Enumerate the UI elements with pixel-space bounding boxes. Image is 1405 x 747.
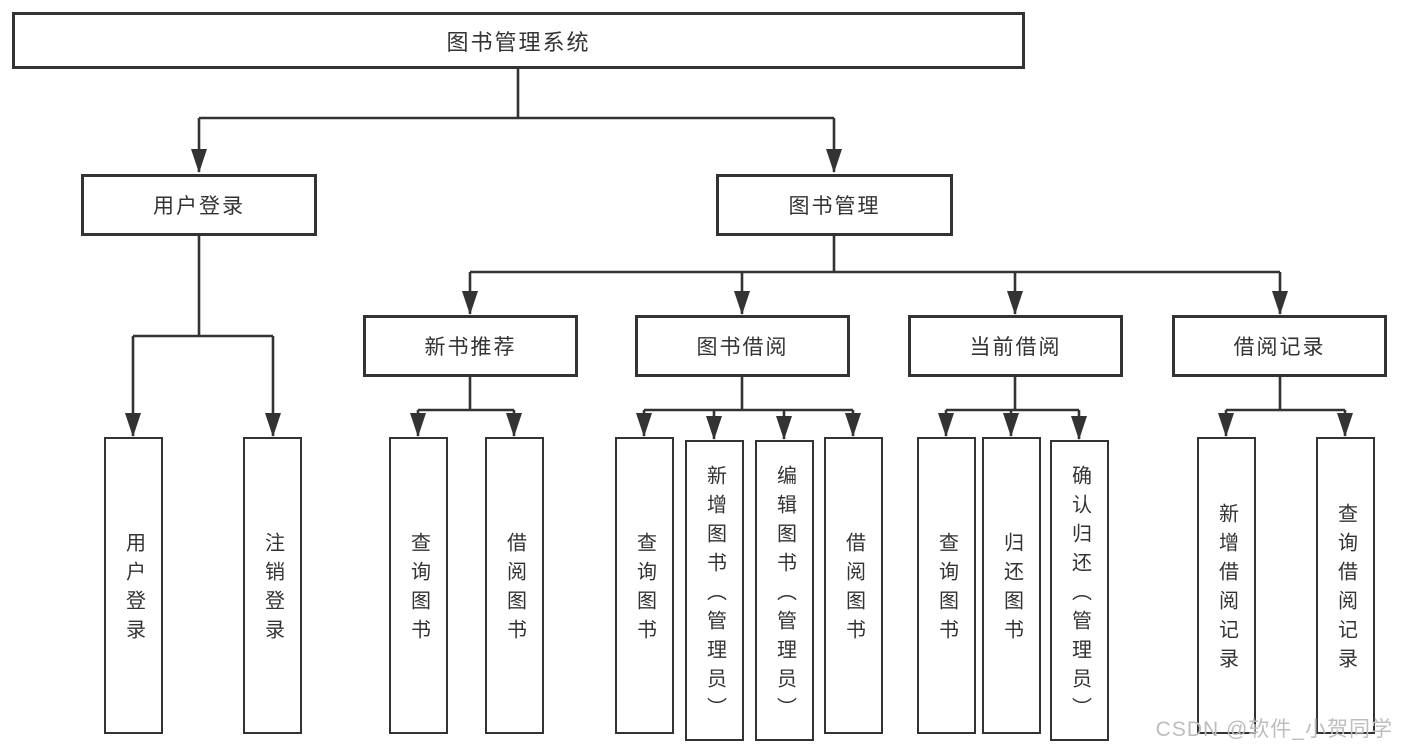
- node-leaf-return-books: 归还图书: [982, 437, 1041, 734]
- node-book-management: 图书管理: [716, 174, 953, 236]
- node-leaf-user-login: 用户登录: [104, 437, 163, 734]
- node-leaf-query-books-borrowing: 查询图书: [615, 437, 674, 734]
- node-current-borrowing: 当前借阅: [908, 315, 1123, 377]
- leaf-label: 借阅图书: [842, 532, 865, 648]
- node-leaf-add-borrow-record: 新增借阅记录: [1197, 437, 1256, 734]
- leaf-label: 查询图书: [633, 532, 656, 648]
- leaf-label: 查询图书: [407, 532, 430, 648]
- node-leaf-add-books-admin: 新增图书（管理员）: [685, 440, 744, 741]
- node-leaf-query-borrow-record: 查询借阅记录: [1316, 437, 1375, 734]
- node-leaf-borrow-books: 借阅图书: [824, 437, 883, 734]
- leaf-label: 查询图书: [935, 532, 958, 648]
- csdn-watermark: CSDN @软件_小贺同学: [1155, 718, 1393, 741]
- leaf-label: 注销登录: [261, 532, 284, 648]
- node-leaf-query-books-current: 查询图书: [917, 437, 976, 734]
- leaf-label: 查询借阅记录: [1334, 503, 1357, 677]
- node-user-login: 用户登录: [81, 174, 317, 236]
- node-leaf-borrow-books-recommend: 借阅图书: [485, 437, 544, 734]
- leaf-label: 编辑图书（管理员）: [773, 464, 796, 726]
- node-book-borrowing: 图书借阅: [635, 315, 850, 377]
- leaf-label: 用户登录: [122, 532, 145, 648]
- leaf-label: 归还图书: [1000, 532, 1023, 648]
- leaf-label: 确认归还（管理员）: [1068, 464, 1091, 726]
- leaf-label: 新增借阅记录: [1215, 503, 1238, 677]
- node-borrowing-records: 借阅记录: [1172, 315, 1387, 377]
- node-leaf-confirm-return-admin: 确认归还（管理员）: [1050, 440, 1109, 741]
- node-leaf-edit-books-admin: 编辑图书（管理员）: [755, 440, 814, 741]
- leaf-label: 新增图书（管理员）: [703, 464, 726, 726]
- leaf-label: 借阅图书: [503, 532, 526, 648]
- node-leaf-logout: 注销登录: [243, 437, 302, 734]
- node-leaf-query-books-recommend: 查询图书: [389, 437, 448, 734]
- node-book-management-system: 图书管理系统: [12, 12, 1025, 69]
- node-new-book-recommend: 新书推荐: [363, 315, 578, 377]
